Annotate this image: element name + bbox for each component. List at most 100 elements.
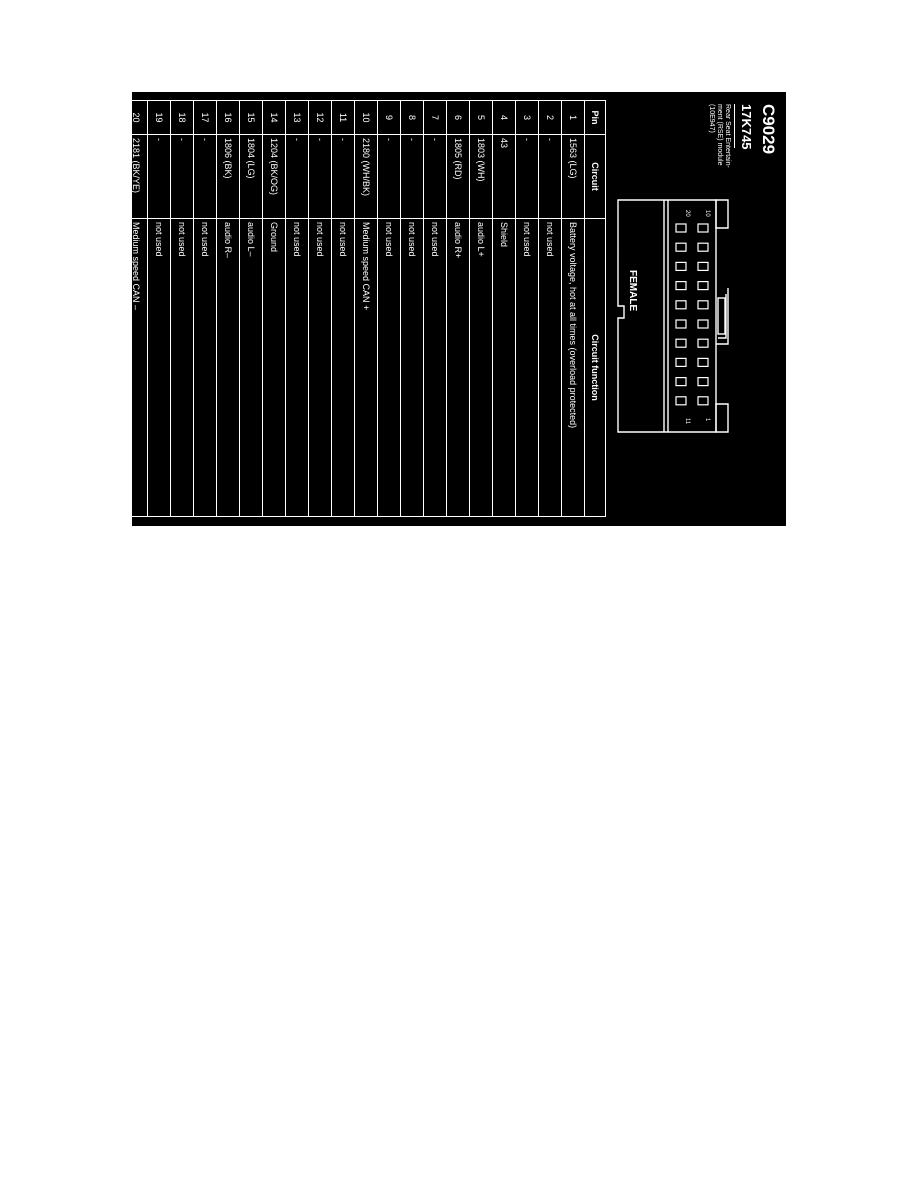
function-cell: Medium speed CAN + bbox=[354, 218, 378, 517]
rotated-content: C9029 17K745 Rear Seat Entertain-ment (R… bbox=[132, 92, 786, 526]
table-row: 7-not used bbox=[423, 100, 447, 517]
table-row: 11-not used bbox=[331, 100, 355, 517]
pin-cavity bbox=[697, 338, 709, 348]
table-row: 2-not used bbox=[538, 100, 562, 517]
function-cell: not used bbox=[170, 218, 194, 517]
circuit-cell: 1803 (WH) bbox=[469, 134, 493, 219]
circuit-cell: 1804 (LG) bbox=[239, 134, 263, 219]
connector-diagram-panel: C9029 17K745 Rear Seat Entertain-ment (R… bbox=[132, 92, 786, 526]
function-cell: Ground bbox=[262, 218, 286, 517]
circuit-cell: - bbox=[170, 134, 194, 219]
pin-cell: 18 bbox=[170, 100, 194, 135]
function-cell: not used bbox=[331, 218, 355, 517]
pin-cell: 13 bbox=[285, 100, 309, 135]
function-cell: Battery voltage, hot at all times (overl… bbox=[561, 218, 585, 517]
pin-cavity bbox=[675, 396, 687, 406]
pin-cavity bbox=[675, 377, 687, 387]
pin-cell: 20 bbox=[132, 100, 148, 135]
circuit-cell: - bbox=[400, 134, 424, 219]
function-cell: not used bbox=[423, 218, 447, 517]
table-header-row: Pin Circuit Circuit function bbox=[584, 100, 606, 517]
connector-face: 10 1 20 11 bbox=[612, 198, 730, 436]
pin-cell: 15 bbox=[239, 100, 263, 135]
circuit-cell: - bbox=[308, 134, 332, 219]
column-header-pin: Pin bbox=[584, 100, 606, 135]
pin-cell: 9 bbox=[377, 100, 401, 135]
pin-cell: 11 bbox=[331, 100, 355, 135]
pin-cavity bbox=[697, 280, 709, 291]
circuit-cell: - bbox=[193, 134, 217, 219]
pin-cell: 6 bbox=[446, 100, 470, 135]
pin-cell: 19 bbox=[147, 100, 171, 135]
function-cell: not used bbox=[147, 218, 171, 517]
function-cell: Medium speed CAN – bbox=[132, 218, 148, 517]
function-cell: not used bbox=[193, 218, 217, 517]
pin-cell: 5 bbox=[469, 100, 493, 135]
table-row: 12-not used bbox=[308, 100, 332, 517]
table-row: 9-not used bbox=[377, 100, 401, 517]
pin-cell: 17 bbox=[193, 100, 217, 135]
circuit-cell: 1805 (RD) bbox=[446, 134, 470, 219]
circuit-cell: - bbox=[147, 134, 171, 219]
circuit-cell: 1806 (BK) bbox=[216, 134, 240, 219]
table-row: 8-not used bbox=[400, 100, 424, 517]
pin-cell: 3 bbox=[515, 100, 539, 135]
circuit-cell: - bbox=[331, 134, 355, 219]
circuit-cell: 1563 (LG) bbox=[561, 134, 585, 219]
function-cell: not used bbox=[538, 218, 562, 517]
pin-cavity bbox=[697, 300, 709, 310]
pin-cavity bbox=[697, 261, 709, 272]
circuit-cell: 2181 (BK/YE) bbox=[132, 134, 148, 219]
pin-cavity bbox=[675, 338, 687, 348]
circuit-cell: 2180 (WH/BK) bbox=[354, 134, 378, 219]
function-cell: not used bbox=[377, 218, 401, 517]
pin-cavity bbox=[675, 319, 687, 329]
function-cell: Shield bbox=[492, 218, 516, 517]
pin-cell: 7 bbox=[423, 100, 447, 135]
circuit-cell: - bbox=[423, 134, 447, 219]
pin-label-1: 1 bbox=[704, 418, 710, 422]
circuit-cell: - bbox=[285, 134, 309, 219]
function-cell: audio L– bbox=[239, 218, 263, 517]
pin-cavity bbox=[697, 223, 709, 233]
function-cell: not used bbox=[515, 218, 539, 517]
function-cell: not used bbox=[285, 218, 309, 517]
pin-label-11: 11 bbox=[684, 418, 690, 425]
circuit-cell: 1204 (BK/OG) bbox=[262, 134, 286, 219]
column-header-circuit: Circuit bbox=[584, 134, 606, 219]
connector-gender-label: FEMALE bbox=[627, 270, 638, 312]
pin-cell: 10 bbox=[354, 100, 378, 135]
part-number: 17K745 bbox=[739, 104, 754, 150]
header-rule bbox=[734, 104, 735, 148]
function-cell: not used bbox=[308, 218, 332, 517]
pin-cavity bbox=[697, 396, 709, 406]
connector-code: C9029 bbox=[759, 104, 778, 155]
pin-cavity bbox=[697, 242, 709, 252]
pin-cavity bbox=[675, 261, 687, 272]
circuit-cell: - bbox=[377, 134, 401, 219]
function-cell: audio R– bbox=[216, 218, 240, 517]
module-description: Rear Seat Entertain-ment (RSE) module (1… bbox=[708, 104, 731, 168]
circuit-cell: - bbox=[538, 134, 562, 219]
pin-cell: 16 bbox=[216, 100, 240, 135]
pin-cell: 2 bbox=[538, 100, 562, 135]
circuit-cell: - bbox=[515, 134, 539, 219]
pin-cell: 1 bbox=[561, 100, 585, 135]
function-cell: audio R+ bbox=[446, 218, 470, 517]
connector-outline bbox=[617, 199, 729, 433]
pin-cell: 14 bbox=[262, 100, 286, 135]
pin-cell: 12 bbox=[308, 100, 332, 135]
pin-cavity bbox=[697, 377, 709, 387]
pin-cavity bbox=[675, 223, 687, 233]
pin-cavity bbox=[697, 319, 709, 329]
function-cell: audio L+ bbox=[469, 218, 493, 517]
